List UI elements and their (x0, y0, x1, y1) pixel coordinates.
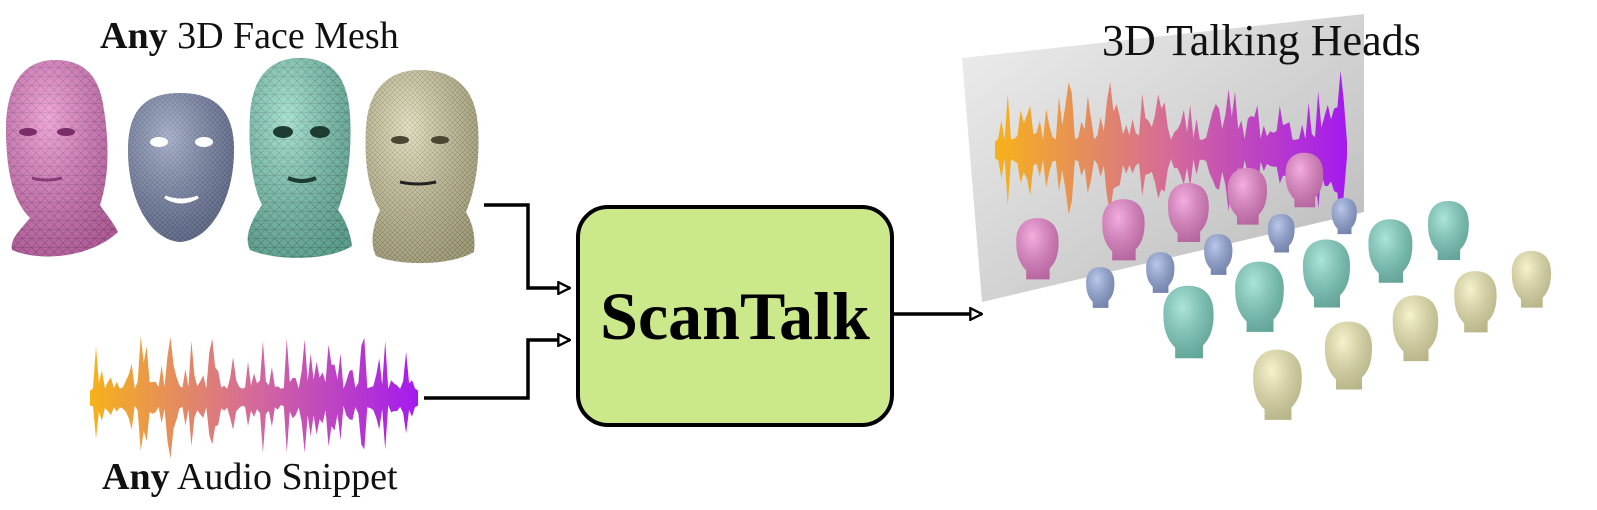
waveform-shape (995, 70, 1347, 227)
talking-head-shading (1235, 261, 1284, 332)
model-box (576, 205, 894, 427)
arrow-icon (424, 340, 570, 400)
audio-waveform-icon (90, 336, 418, 459)
connector-arrows (424, 203, 982, 400)
talking-head-shading (1302, 239, 1350, 308)
talking-head-shading (1146, 252, 1175, 293)
face-mesh-icon (247, 58, 352, 258)
face-mesh-icon (128, 93, 234, 242)
waveform-shape (90, 336, 418, 459)
talking-head-shading (1368, 219, 1413, 283)
talking-head-shading (1454, 271, 1497, 333)
talking-head-shading (1511, 250, 1551, 308)
talking-head-shading (1324, 321, 1372, 390)
talking-head-shading (1204, 234, 1233, 275)
output-scene (962, 14, 1551, 420)
face-mesh-icon (365, 70, 479, 264)
audio-waveform-icon (995, 70, 1347, 227)
face-mesh-icon (5, 60, 118, 257)
talking-head-shading (1253, 349, 1302, 420)
talking-head-shading (1086, 267, 1115, 308)
talking-head-shading (1163, 285, 1214, 359)
arrow-icon (484, 203, 570, 288)
audio-input-label: Any Audio Snippet (102, 456, 398, 498)
mesh-input-label: Any 3D Face Mesh (100, 15, 399, 57)
talking-head-shading (1427, 201, 1469, 260)
input-meshes (5, 58, 479, 264)
output-title: 3D Talking Heads (1102, 16, 1421, 65)
talking-head-shading (1267, 213, 1295, 253)
talking-head-shading (1392, 295, 1439, 362)
talking-head-shading (1331, 197, 1357, 235)
